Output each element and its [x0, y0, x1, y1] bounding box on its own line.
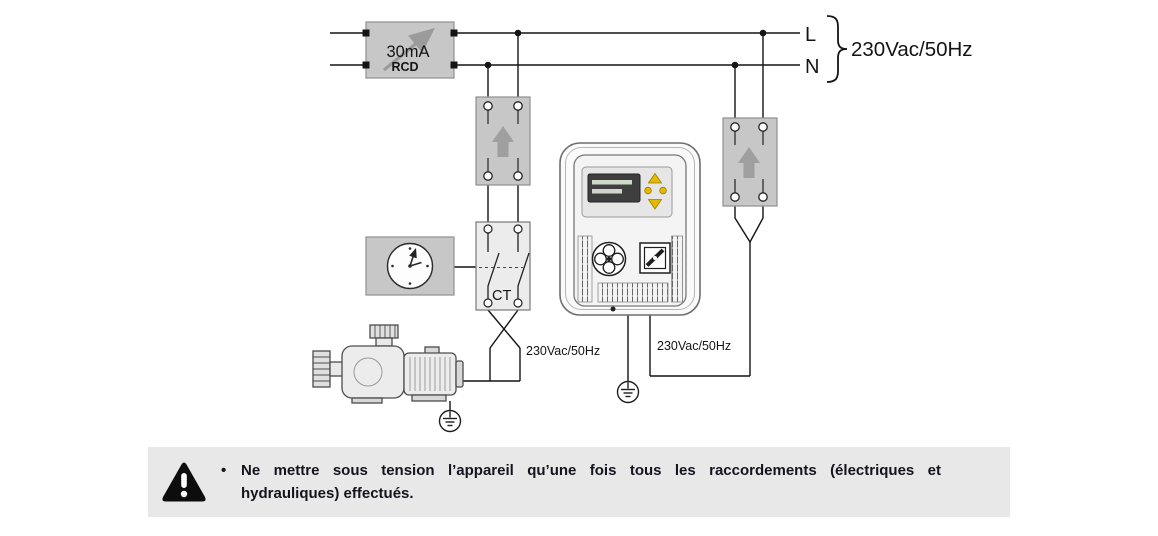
earth-ground-icon-controller: [616, 380, 640, 404]
socket-icon: [639, 242, 671, 274]
cooling-fins: [577, 235, 683, 303]
isolator-right-terminals: [730, 122, 768, 202]
isolator-left: [475, 96, 531, 186]
warning-triangle-icon: [162, 462, 206, 502]
line-n-label: N: [805, 56, 819, 78]
line-l-label: L: [805, 24, 816, 46]
pump-device: [312, 324, 464, 404]
controller-device: [559, 142, 701, 316]
lcd-display: [587, 173, 641, 203]
down-arrow-button: [647, 199, 663, 210]
mains-labels: L N 230Vac/50Hz: [805, 15, 973, 83]
contactor-device: CT: [475, 221, 531, 311]
left-function-button: [644, 186, 652, 195]
isolator-right: [722, 117, 778, 207]
warning-banner: • Ne mettre sous tension l’appareil qu’u…: [148, 447, 1010, 517]
contactor-label: CT: [492, 288, 511, 304]
isolator-left-terminals: [483, 101, 523, 181]
warning-body: • Ne mettre sous tension l’appareil qu’u…: [221, 459, 941, 506]
rcd-rating: 30mA: [386, 43, 429, 61]
earth-ground-icon-pump: [438, 409, 462, 433]
right-function-button: [659, 186, 667, 195]
clock-icon: [386, 242, 434, 290]
fan-icon: [591, 241, 627, 277]
warning-bullet: •: [221, 461, 227, 479]
rcd-device: 30mA RCD: [362, 21, 458, 79]
mains-voltage-label: 230Vac/50Hz: [851, 38, 973, 61]
contactor-terminals: [483, 224, 523, 308]
breaker-up-arrow-icon: [738, 147, 760, 178]
rcd-terminals: [362, 29, 458, 69]
cable-gland: [610, 306, 616, 312]
warning-text: Ne mettre sous tension l’appareil qu’une…: [241, 461, 941, 502]
timer-device: [365, 236, 455, 296]
up-arrow-button: [647, 172, 663, 184]
junction-dots: [484, 29, 767, 69]
brace-icon: [826, 15, 848, 83]
controller-cable-label: 230Vac/50Hz: [657, 339, 731, 353]
rcd-test-arrow-icon: [382, 27, 435, 72]
pump-cable-label: 230Vac/50Hz: [526, 344, 600, 358]
rcd-label: RCD: [391, 60, 418, 74]
breaker-up-arrow-icon: [492, 126, 514, 157]
